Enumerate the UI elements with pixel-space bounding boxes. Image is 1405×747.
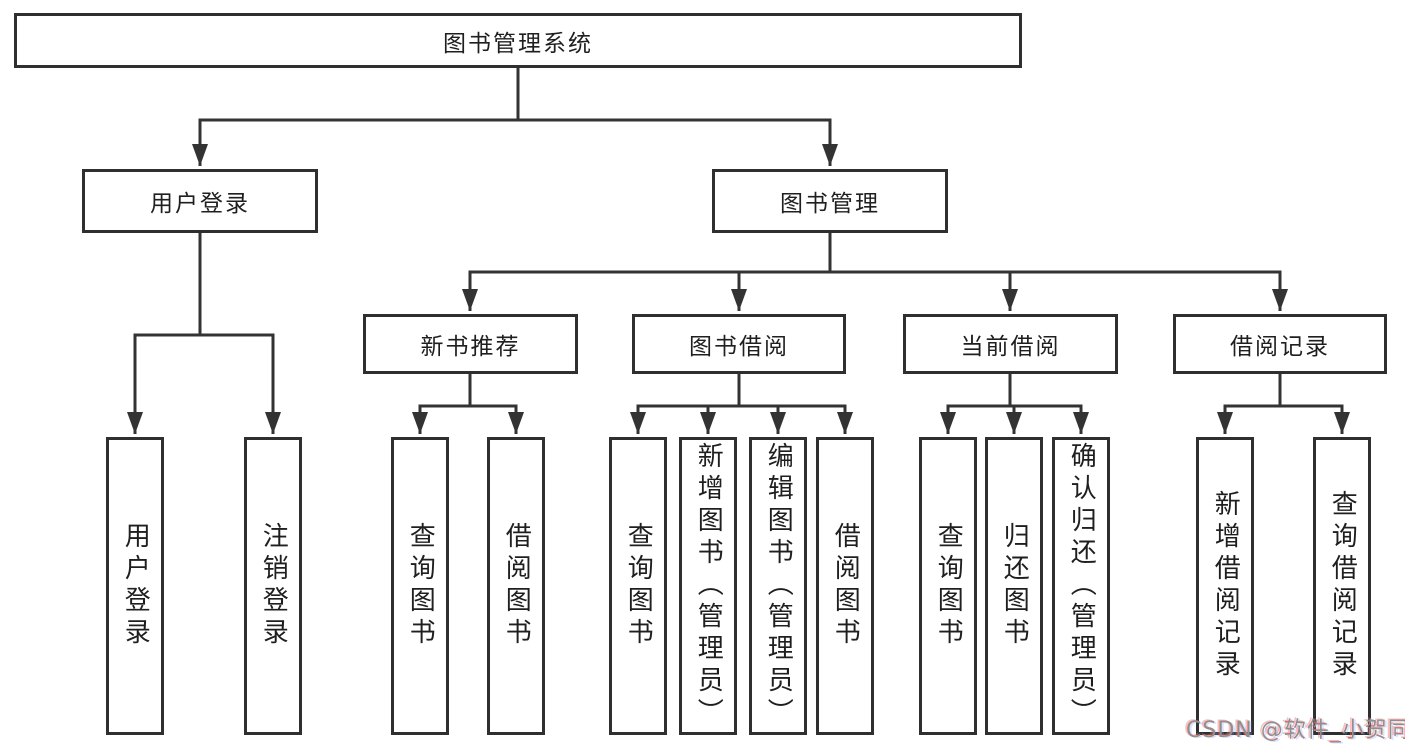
leaf-cb-return-books-label: 归还图书: [999, 522, 1030, 650]
node-new-book-rec: 新书推荐: [363, 314, 578, 374]
leaf-cb-confirm-return-admin: 确认归还（管理员）: [1052, 437, 1110, 735]
leaf-nbr-borrow-books-label: 借阅图书: [501, 522, 532, 650]
leaf-nbr-query-books: 查询图书: [391, 437, 449, 735]
node-book-borrow: 图书借阅: [632, 314, 846, 374]
node-borrow-records: 借阅记录: [1173, 314, 1387, 374]
leaf-bb-borrow-books: 借阅图书: [816, 437, 874, 735]
node-book-borrow-label: 图书借阅: [689, 334, 789, 360]
leaf-cb-query-books-label: 查询图书: [933, 522, 964, 650]
node-book-mgmt: 图书管理: [712, 169, 948, 233]
leaf-br-add-record: 新增借阅记录: [1196, 437, 1254, 735]
node-root: 图书管理系统: [14, 13, 1022, 68]
node-book-mgmt-label: 图书管理: [780, 191, 880, 217]
leaf-logout: 注销登录: [244, 437, 302, 735]
node-current-borrow-label: 当前借阅: [960, 334, 1061, 360]
leaf-bb-borrow-books-label: 借阅图书: [830, 522, 861, 650]
leaf-bb-edit-books-admin-label: 编辑图书（管理员）: [763, 442, 794, 730]
leaf-user-login: 用户登录: [106, 437, 164, 735]
leaf-nbr-borrow-books: 借阅图书: [487, 437, 545, 735]
leaf-cb-return-books: 归还图书: [985, 437, 1043, 735]
node-current-borrow: 当前借阅: [903, 314, 1118, 374]
leaf-nbr-query-books-label: 查询图书: [405, 522, 436, 650]
leaf-bb-edit-books-admin: 编辑图书（管理员）: [749, 437, 807, 735]
node-new-book-rec-label: 新书推荐: [420, 334, 521, 360]
node-borrow-records-label: 借阅记录: [1230, 334, 1330, 360]
leaf-br-add-record-label: 新增借阅记录: [1210, 490, 1241, 682]
leaf-bb-add-books-admin: 新增图书（管理员）: [679, 437, 737, 735]
node-user-login-label: 用户登录: [150, 191, 250, 217]
leaf-bb-add-books-admin-label: 新增图书（管理员）: [693, 442, 724, 730]
leaf-logout-label: 注销登录: [258, 522, 289, 650]
leaf-br-query-record: 查询借阅记录: [1313, 437, 1371, 735]
node-root-label: 图书管理系统: [443, 30, 593, 57]
leaf-bb-query-books: 查询图书: [609, 437, 667, 735]
watermark: CSDN @软件_小贺同学: [1186, 718, 1405, 743]
leaf-cb-query-books: 查询图书: [919, 437, 977, 735]
leaf-cb-confirm-return-admin-label: 确认归还（管理员）: [1066, 442, 1097, 730]
leaf-br-query-record-label: 查询借阅记录: [1327, 490, 1358, 682]
leaf-bb-query-books-label: 查询图书: [623, 522, 654, 650]
leaf-user-login-label: 用户登录: [120, 522, 151, 650]
node-user-login: 用户登录: [82, 169, 318, 233]
